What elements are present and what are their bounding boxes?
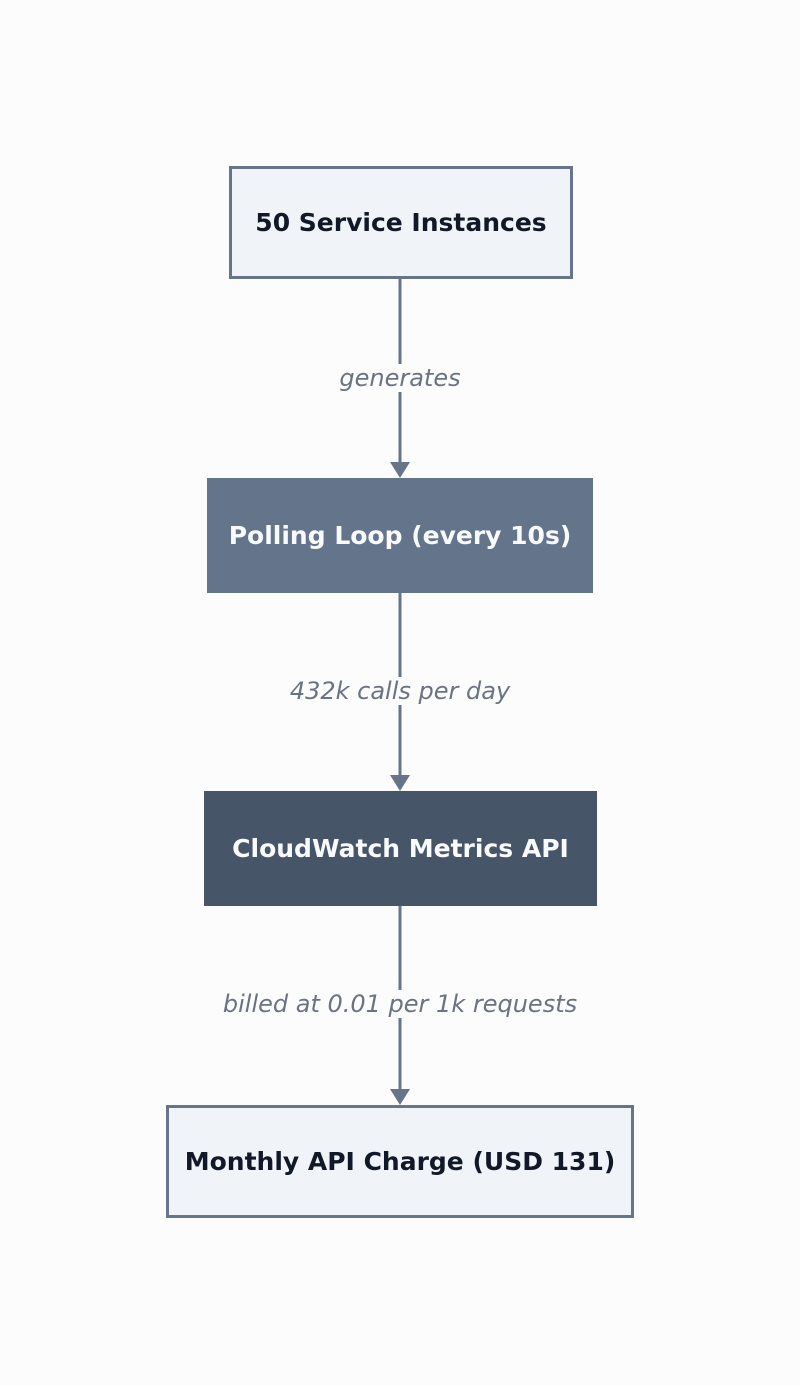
node-label: CloudWatch Metrics API: [232, 834, 569, 863]
edge-label-text: generates: [335, 364, 465, 392]
arrowhead-icon: [390, 1089, 410, 1105]
arrowhead-icon: [390, 462, 410, 478]
arrowhead-icon: [390, 775, 410, 791]
node-polling-loop: Polling Loop (every 10s): [207, 478, 593, 593]
node-label: Polling Loop (every 10s): [228, 521, 572, 550]
edge-label-text: billed at 0.01 per 1k requests: [218, 990, 582, 1018]
node-label: 50 Service Instances: [255, 208, 547, 237]
edge-label-billed: billed at 0.01 per 1k requests: [0, 989, 800, 1019]
node-label: Monthly API Charge (USD 131): [184, 1147, 616, 1176]
node-cloudwatch-api: CloudWatch Metrics API: [204, 791, 597, 906]
edge-label-text: 432k calls per day: [285, 677, 515, 705]
edge-label-calls-per-day: 432k calls per day: [0, 676, 800, 706]
node-monthly-charge: Monthly API Charge (USD 131): [166, 1105, 634, 1218]
edge-label-generates: generates: [0, 363, 800, 393]
node-service-instances: 50 Service Instances: [229, 166, 573, 279]
